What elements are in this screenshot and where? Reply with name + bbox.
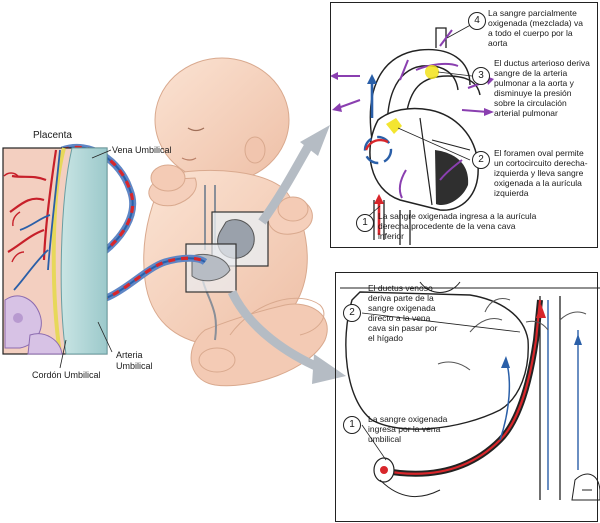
placenta-label: Placenta xyxy=(33,130,72,141)
liver-step-1-text: La sangre oxigenada ingresa por la vena … xyxy=(368,414,447,444)
placenta-cross-section xyxy=(2,147,108,355)
text-line: directo a la vena xyxy=(368,313,431,323)
text-line: izquierda y lleva sangre xyxy=(494,168,584,178)
text-line: sobre la circulación xyxy=(494,98,567,108)
liver-diagram xyxy=(340,281,600,501)
liver-panel xyxy=(335,272,598,522)
text-line: deriva parte de la xyxy=(368,293,434,303)
text-line: inferior xyxy=(378,231,404,241)
text-line: el hígado xyxy=(368,333,403,343)
heart-step-4-number: 4 xyxy=(468,12,486,30)
umbilical-artery-label-line1: Arteria xyxy=(116,350,143,360)
heart-step-3-number: 3 xyxy=(472,67,490,85)
heart-step-2-number: 2 xyxy=(472,151,490,169)
text-line: oxigenada a la aurícula xyxy=(494,178,582,188)
text-line: disminuye la presión xyxy=(494,88,572,98)
zoom-arrow-liver xyxy=(227,289,322,373)
text-line: El ductus venoso xyxy=(368,283,433,293)
heart-step-4-text: La sangre parcialmente oxigenada (mezcla… xyxy=(488,8,583,48)
text-line: oxigenada (mezclada) va xyxy=(488,18,583,28)
umbilical-artery-label: Arteria Umbilical xyxy=(116,350,153,372)
liver-step-2-text: El ductus venoso deriva parte de la sang… xyxy=(368,283,437,343)
text-line: pulmonar a la aorta y xyxy=(494,78,574,88)
heart-panel xyxy=(330,2,598,248)
text-line: La sangre parcialmente xyxy=(488,8,577,18)
heart-step-1-number: 1 xyxy=(356,214,374,232)
text-line: La sangre oxigenada xyxy=(368,414,448,424)
text-line: un cortocircuito derecha- xyxy=(494,158,588,168)
umbilical-cord-label: Cordón Umbilical xyxy=(32,370,101,380)
text-line: aorta xyxy=(488,38,508,48)
text-line: El foramen oval permite xyxy=(494,148,584,158)
heart-diagram xyxy=(330,21,494,245)
heart-step-2-text: El foramen oval permite un cortocircuito… xyxy=(494,148,588,198)
text-line: derecha procedente de la vena cava xyxy=(378,221,516,231)
text-line: cava sin pasar por xyxy=(368,323,438,333)
text-line: arterial pulmonar xyxy=(494,108,558,118)
text-line: a todo el cuerpo por la xyxy=(488,28,573,38)
text-line: sangre de la arteria xyxy=(494,68,568,78)
umbilical-artery-label-line2: Umbilical xyxy=(116,361,153,371)
liver-step-2-number: 2 xyxy=(343,304,361,322)
text-line: izquierda xyxy=(494,188,529,198)
text-line: La sangre oxigenada ingresa a la aurícul… xyxy=(378,211,537,221)
text-line: sangre oxigenada xyxy=(368,303,436,313)
liver-step-1-number: 1 xyxy=(343,416,361,434)
heart-step-1-text: La sangre oxigenada ingresa a la aurícul… xyxy=(378,211,536,241)
text-line: ingresa por la vena xyxy=(368,424,441,434)
text-line: umbilical xyxy=(368,434,402,444)
heart-step-3-text: El ductus arterioso deriva sangre de la … xyxy=(494,58,590,118)
text-line: El ductus arterioso deriva xyxy=(494,58,590,68)
umbilical-vein-label: Vena Umbilical xyxy=(112,145,172,155)
